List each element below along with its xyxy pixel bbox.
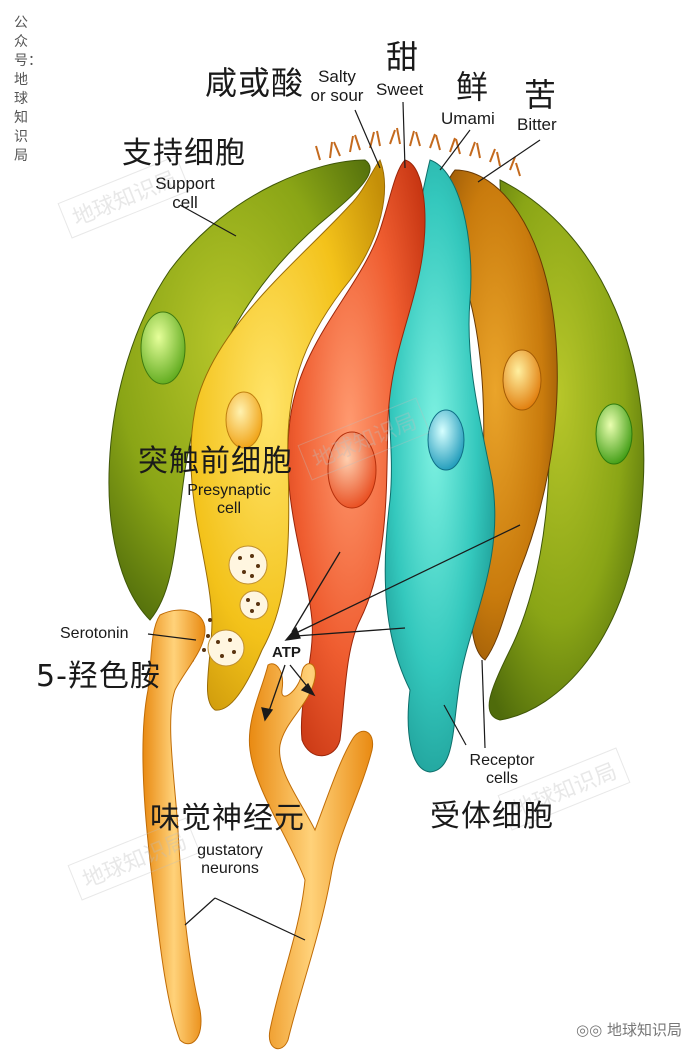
support-cell-label-en-line1: Support bbox=[155, 174, 215, 193]
sweet-nucleus bbox=[327, 431, 377, 509]
atp-label: ATP bbox=[272, 644, 301, 661]
gustatory-neurons-label-zh: 味觉神经元 bbox=[150, 801, 305, 836]
salty-label-en-line2: or sour bbox=[310, 85, 364, 105]
gustatory-neuron-left bbox=[142, 609, 206, 1045]
support-cell-label-en: Support cell bbox=[140, 174, 230, 212]
sweet-label-en: Sweet bbox=[376, 80, 424, 99]
serotonin-vesicles bbox=[190, 545, 269, 667]
gustatory-neurons-label-en-line2: neurons bbox=[201, 859, 259, 877]
salty-label-zh: 咸或酸 bbox=[205, 64, 305, 102]
bitter-label-zh: 苦 bbox=[524, 76, 558, 114]
pointer-lines bbox=[147, 101, 541, 941]
presynaptic-label-zh: 突触前细胞 bbox=[138, 444, 293, 479]
receptor-cells-label-en: Receptor cells bbox=[452, 752, 552, 787]
gustatory-neurons-label-en: gustatory neurons bbox=[180, 842, 280, 877]
atp-arrows bbox=[261, 524, 521, 722]
side-vertical-label: 公众号：地球知识局 bbox=[14, 15, 42, 164]
serotonin-label-en: Serotonin bbox=[60, 625, 129, 642]
support-nucleus-right bbox=[595, 403, 633, 465]
support-cell-label-zh: 支持细胞 bbox=[122, 136, 246, 171]
presynaptic-nucleus bbox=[225, 391, 263, 449]
presynaptic-label-en-line1: Presynaptic bbox=[187, 482, 271, 499]
gustatory-neurons-label-en-line1: gustatory bbox=[197, 842, 263, 859]
receptor-cells-label-zh: 受体细胞 bbox=[430, 799, 554, 834]
wechat-icon: ◎◎ bbox=[576, 1021, 607, 1039]
bitter-nucleus bbox=[502, 349, 542, 411]
support-cell-left bbox=[108, 159, 371, 621]
footer-credit: ◎◎ 地球知识局 bbox=[576, 1019, 682, 1040]
receptor-cells-label-en-line2: cells bbox=[485, 769, 518, 787]
bitter-label-en: Bitter bbox=[517, 115, 557, 134]
gustatory-neuron-right bbox=[248, 663, 374, 1050]
presynaptic-label-en: Presynaptic cell bbox=[174, 482, 284, 517]
presynaptic-label-en-line2: cell bbox=[216, 499, 241, 517]
umami-label-en: Umami bbox=[441, 109, 495, 128]
sweet-label-zh: 甜 bbox=[386, 38, 420, 76]
support-nucleus-left bbox=[140, 311, 186, 385]
salty-label-en-line1: Salty bbox=[318, 67, 356, 86]
receptor-cells-label-en-line1: Receptor bbox=[469, 752, 535, 769]
support-cell-label-en-line2: cell bbox=[172, 192, 198, 212]
salty-label-en: Salty or sour bbox=[306, 67, 368, 105]
serotonin-label-zh: 5-羟色胺 bbox=[36, 659, 161, 694]
umami-label-zh: 鲜 bbox=[456, 68, 490, 106]
umami-nucleus bbox=[427, 409, 465, 471]
footer-credit-text: 地球知识局 bbox=[606, 1021, 682, 1039]
